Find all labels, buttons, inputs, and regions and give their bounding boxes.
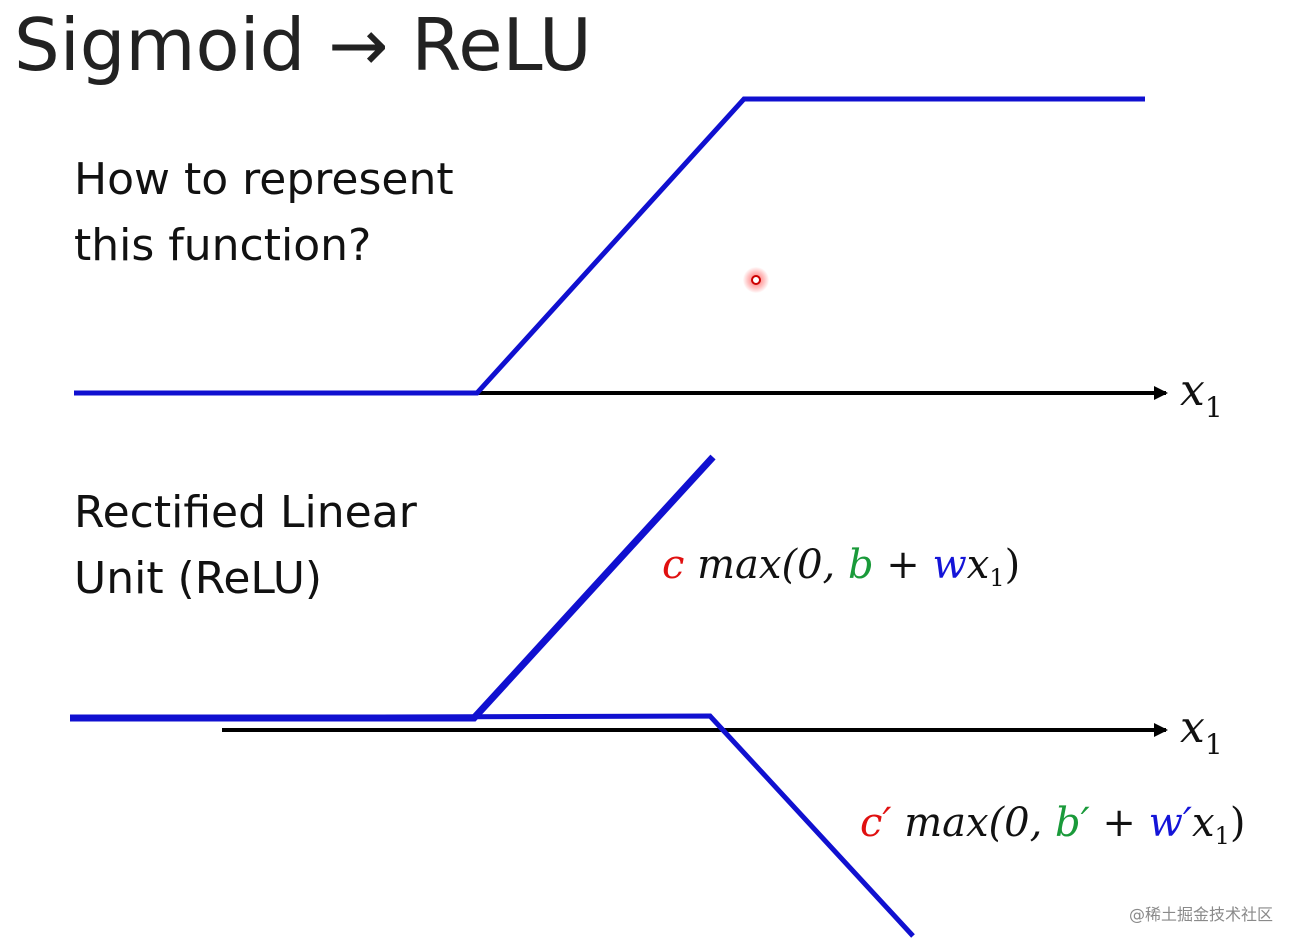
formula2-x: x <box>1192 800 1215 846</box>
relu-formula-1: c max(0, b + wx1) <box>662 542 1020 592</box>
axis-2-var: x <box>1180 702 1205 753</box>
formula1-plus: + <box>873 542 933 588</box>
relu-label-line-2: Unit (ReLU) <box>74 553 323 604</box>
slide-title: Sigmoid → ReLU <box>14 3 592 87</box>
relu-formula-2: c′ max(0, b′ + w′x1) <box>860 800 1245 850</box>
formula1-close: ) <box>1004 542 1021 588</box>
formula1-max: max(0, <box>697 542 848 588</box>
formula2-b: b′ <box>1055 800 1090 846</box>
axis-1-sub: 1 <box>1204 391 1223 424</box>
formula2-c: c′ <box>860 800 892 846</box>
question-line-2: this function? <box>74 220 372 271</box>
relu-curve-2 <box>69 713 915 938</box>
formula2-max: max(0, <box>904 800 1056 846</box>
formula2-sub: 1 <box>1214 822 1230 850</box>
question-text: How to represent this function? <box>74 147 454 279</box>
question-line-1: How to represent <box>74 154 454 205</box>
formula2-plus: + <box>1089 800 1149 846</box>
axis-2-label: x1 <box>1180 702 1223 761</box>
axis-2-sub: 1 <box>1204 728 1223 761</box>
axis-1-label: x1 <box>1180 365 1223 424</box>
watermark: @稀土掘金技术社区 <box>1128 905 1273 924</box>
relu-label-line-1: Rectified Linear <box>74 487 417 538</box>
formula1-x: x <box>966 542 990 588</box>
axis-1-var: x <box>1180 365 1205 416</box>
formula2-close: ) <box>1229 800 1246 846</box>
formula1-w: w <box>932 542 967 588</box>
relu-curve-1 <box>70 454 716 722</box>
relu-label: Rectified Linear Unit (ReLU) <box>74 480 417 612</box>
formula1-c: c <box>662 542 685 588</box>
formula1-sub: 1 <box>989 564 1005 592</box>
laser-pointer-icon <box>743 267 769 293</box>
formula2-w: w′ <box>1148 800 1192 846</box>
hard-sigmoid-curve <box>74 96 1145 396</box>
formula1-b: b <box>847 542 874 588</box>
